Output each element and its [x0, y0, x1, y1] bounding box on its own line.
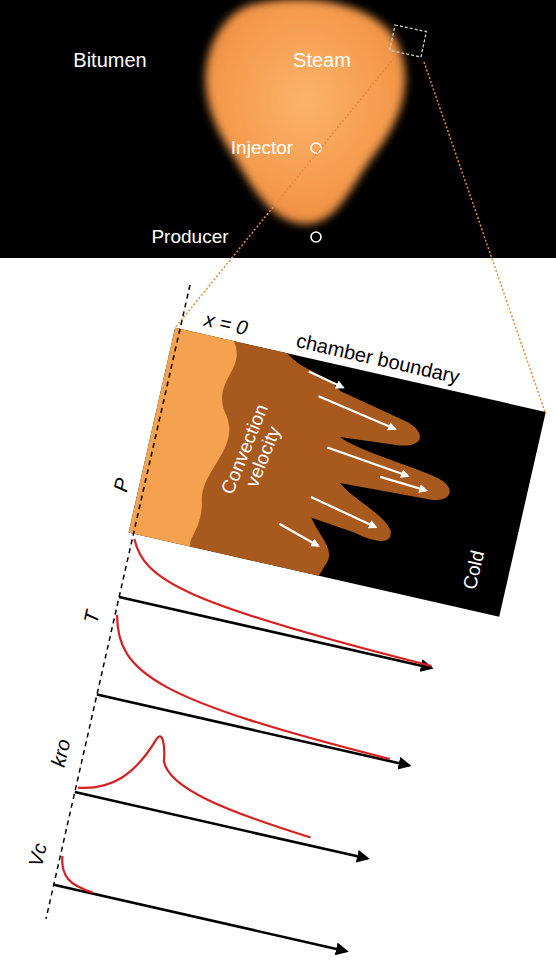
axis-label: T — [81, 608, 104, 625]
position-label: x = 0 — [203, 309, 250, 339]
zoom-guide — [424, 62, 545, 412]
axis-label: P — [110, 476, 133, 494]
region-label: Steam — [293, 50, 351, 71]
well-label: Injector — [231, 138, 293, 158]
profile-frame — [41, 284, 556, 966]
cold-bitumen-zone — [129, 328, 546, 617]
well-label: Producer — [151, 227, 228, 247]
zoom-guide — [175, 58, 394, 328]
boundary-axis — [46, 285, 190, 919]
axis-label: kro — [48, 737, 75, 769]
region-label: Bitumen — [73, 50, 146, 71]
convection-arrows — [272, 371, 447, 566]
profile-curves — [56, 539, 445, 955]
axis-label: Vc — [25, 842, 51, 869]
injector-well — [311, 143, 321, 153]
reservoir-panel — [0, 0, 556, 258]
steam-zone — [129, 328, 250, 550]
mobile-bitumen-fingers — [129, 328, 472, 600]
producer-well — [311, 232, 321, 242]
steam-chamber — [205, 0, 405, 224]
zoom-box — [390, 25, 427, 57]
